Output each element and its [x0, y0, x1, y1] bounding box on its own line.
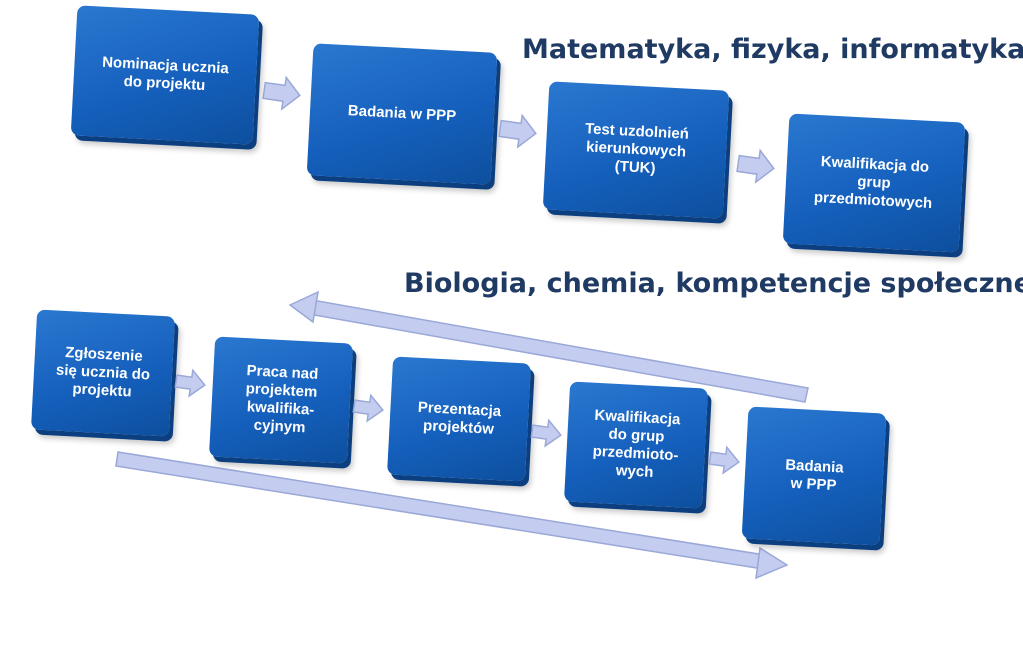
long-arrow-right — [115, 451, 789, 580]
step-kwalifikacja-bottom: Kwalifikacja do grup przedmioto- wych — [563, 381, 709, 509]
step-test-tuk: Test uzdolnień kierunkowych (TUK) — [542, 81, 730, 219]
step-kwalifikacja-top: Kwalifikacja do grup przedmiotowych — [782, 113, 966, 253]
step-zgloszenie: Zgłoszenie się ucznia do projektu — [30, 309, 176, 437]
arrow-right-icon — [708, 445, 740, 475]
arrow-right-icon — [352, 393, 384, 423]
long-arrow-left — [288, 290, 809, 403]
step-badania-ppp: Badania w PPP — [306, 43, 498, 185]
heading-math-physics-it: Matematyka, fizyka, informatyka — [522, 34, 1023, 65]
step-praca-projekt: Praca nad projektem kwalifika- cyjnym — [208, 336, 354, 464]
arrow-right-icon — [174, 368, 206, 398]
arrow-right-icon — [736, 148, 775, 184]
step-nominacja: Nominacja ucznia do projektu — [70, 5, 260, 145]
step-badania-ppp-bottom: Badania w PPP — [741, 406, 887, 546]
step-prezentacja: Prezentacja projektów — [387, 356, 531, 482]
heading-bio-chem-social: Biologia, chemia, kompetencje społeczne — [404, 268, 1023, 299]
arrow-right-icon — [530, 418, 562, 448]
arrow-right-icon — [498, 113, 537, 149]
arrow-right-icon — [262, 75, 301, 111]
